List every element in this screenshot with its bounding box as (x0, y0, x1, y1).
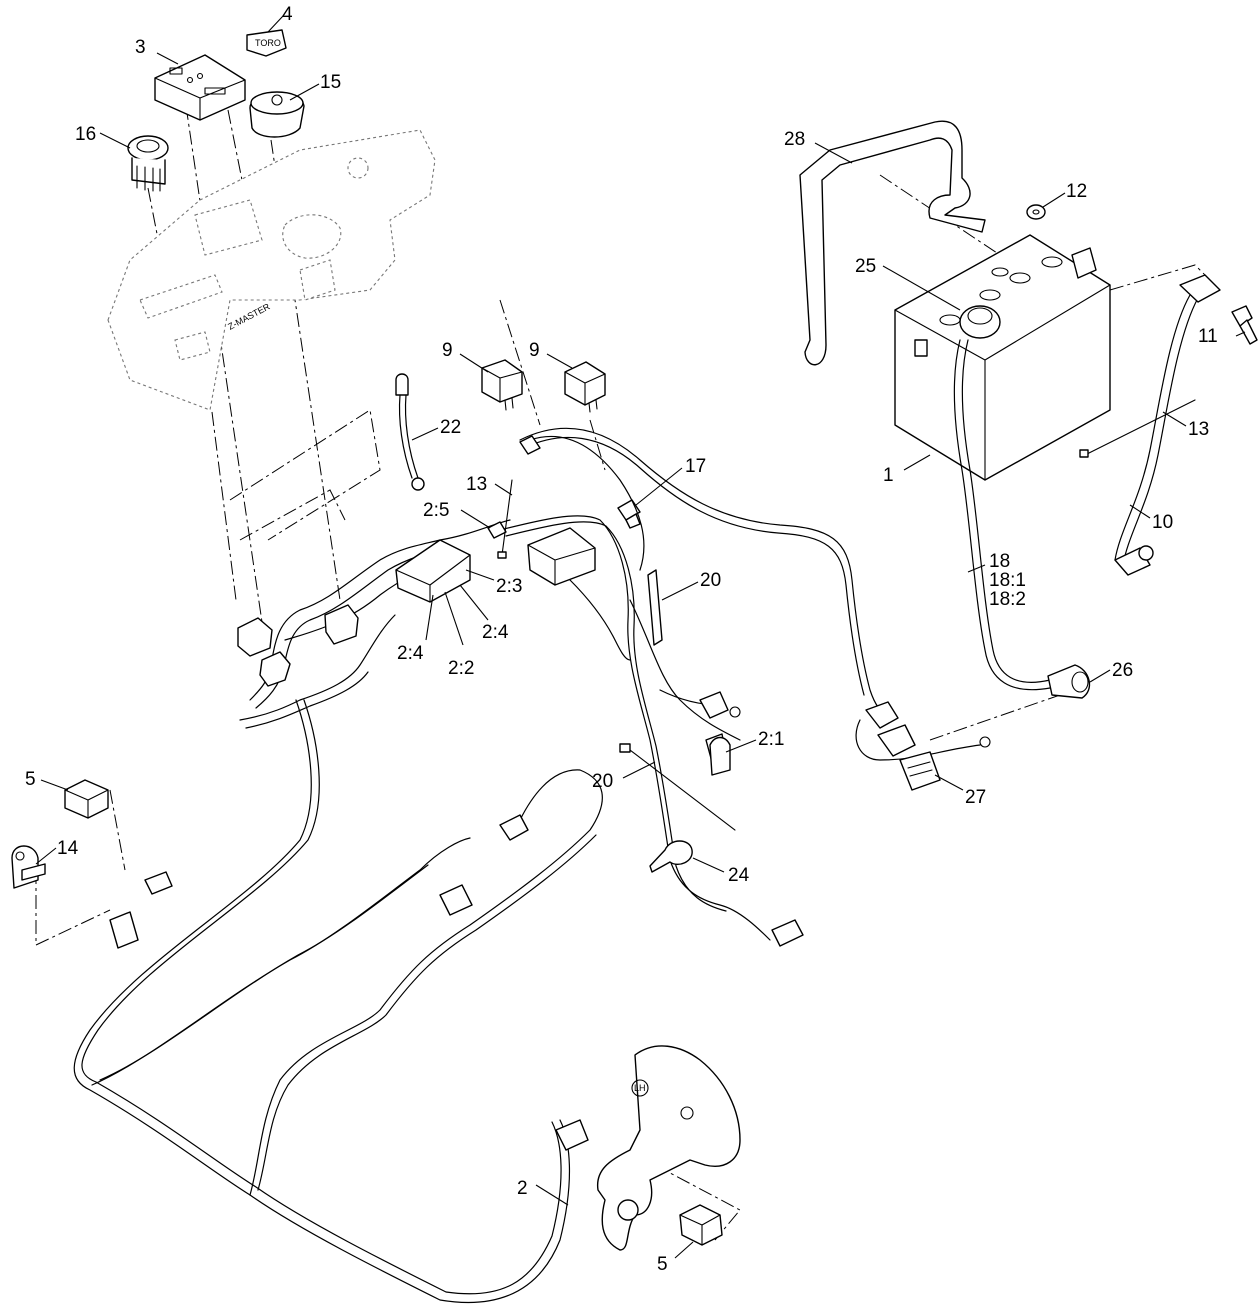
callout-22: 22 (440, 417, 461, 438)
callout-25: 25 (855, 256, 876, 277)
bolt (1231, 305, 1258, 345)
callout-26: 26 (1112, 660, 1133, 681)
mount-bracket: LH (596, 1045, 741, 1251)
relay-right (564, 361, 606, 413)
callout-5-upper: 5 (25, 769, 36, 790)
callout-2-4-right: 2:4 (482, 622, 509, 643)
terminal-boot (959, 305, 1001, 339)
callout-17: 17 (685, 456, 706, 477)
console-brand-decal: Z-MASTER (226, 301, 272, 332)
leader-lines (35, 15, 1246, 1259)
callout-9-right: 9 (529, 340, 540, 361)
callout-13-center: 13 (466, 474, 487, 495)
positive-battery-cable (953, 339, 1091, 699)
negative-battery-cable (1114, 274, 1221, 576)
pto-switch (127, 135, 169, 192)
callout-12: 12 (1066, 181, 1087, 202)
callout-27: 27 (965, 787, 986, 808)
battery-hold-down (799, 120, 986, 366)
callout-4: 4 (282, 4, 293, 25)
wire-clamp (649, 840, 693, 873)
control-console-panel: Z-MASTER (107, 129, 436, 411)
ignition-key: TORO (246, 29, 287, 57)
callout-labels: 3 4 15 16 28 12 25 11 9 9 22 13 13 17 1 … (25, 4, 1218, 1275)
callout-2-2: 2:2 (448, 658, 474, 679)
callout-1: 1 (883, 465, 894, 486)
washer (1026, 204, 1046, 220)
callout-2-3: 2:3 (496, 576, 522, 597)
interlock-switch-upper (64, 779, 109, 819)
bracket-decal: LH (634, 1083, 646, 1093)
callout-16: 16 (75, 124, 96, 145)
callout-9-left: 9 (442, 340, 453, 361)
cable-tie-upper (647, 569, 663, 646)
relay-left (481, 359, 523, 411)
cable-tie-center (497, 479, 513, 559)
hour-meter (154, 54, 246, 121)
callout-20-lower: 20 (592, 771, 613, 792)
callout-2-1: 2:1 (758, 729, 784, 750)
callout-18: 18 (989, 551, 1010, 572)
callout-11: 11 (1198, 326, 1218, 347)
ignition-switch (249, 91, 305, 138)
callout-18-2: 18:2 (989, 589, 1026, 610)
seat-switch (395, 373, 425, 491)
brake-switch (11, 845, 46, 889)
callout-28: 28 (784, 129, 805, 150)
key-brand-decal: TORO (255, 38, 281, 48)
callout-18-1: 18:1 (989, 570, 1026, 591)
callout-24: 24 (728, 865, 750, 886)
callout-5-lower: 5 (657, 1254, 668, 1275)
callout-10: 10 (1152, 512, 1173, 533)
callout-20-upper: 20 (700, 570, 721, 591)
main-wire-harness (73, 427, 916, 1304)
callout-3: 3 (135, 37, 146, 58)
callout-15: 15 (320, 72, 341, 93)
ground-harness (855, 719, 991, 791)
battery (894, 234, 1111, 481)
cable-tie-lower (619, 743, 736, 831)
callout-2-5: 2:5 (423, 500, 449, 521)
interlock-switch-lower (679, 1204, 723, 1246)
callout-13-right: 13 (1188, 419, 1209, 440)
callout-2: 2 (517, 1178, 528, 1199)
cable-tie (1079, 399, 1196, 458)
callout-2-4-left: 2:4 (397, 643, 424, 664)
callout-14: 14 (57, 838, 79, 859)
